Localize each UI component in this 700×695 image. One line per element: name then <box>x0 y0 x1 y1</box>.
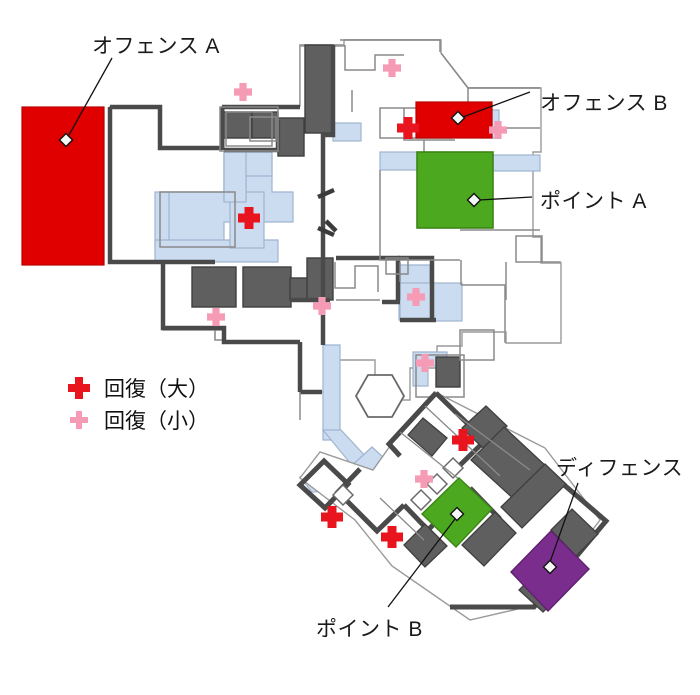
label-offense-a: オフェンス A <box>92 35 220 58</box>
marker-point-a[interactable] <box>466 192 482 208</box>
point-a-zone[interactable] <box>416 151 494 229</box>
diagonal-barriers <box>317 187 338 238</box>
small-cross-icon <box>70 411 88 429</box>
legend-item-small-heal: 回復（小） <box>66 404 246 436</box>
small-cross-icon <box>234 83 252 101</box>
leader-line-offense-b <box>462 91 531 118</box>
legend-item-large-heal: 回復（大） <box>66 372 246 404</box>
marker-defense[interactable] <box>542 559 558 575</box>
label-defense: ディフェンス <box>556 457 684 480</box>
leader-line-defense <box>549 482 579 563</box>
marker-point-b[interactable] <box>449 506 465 522</box>
leader-line-point-b <box>387 518 456 608</box>
legend-label-large-heal: 回復（大） <box>104 378 209 401</box>
annotation-leaders-layer <box>58 57 579 608</box>
legend: 回復（大） 回復（小） <box>66 372 246 436</box>
marker-offense-b[interactable] <box>450 110 466 126</box>
detail-rooms <box>159 39 543 420</box>
label-offense-b: オフェンス B <box>540 92 668 115</box>
offense-a-zone[interactable] <box>21 106 105 266</box>
legend-label-small-heal: 回復（小） <box>104 410 209 433</box>
leader-line-point-a <box>478 196 533 201</box>
label-point-b: ポイント B <box>316 618 423 641</box>
label-point-a: ポイント A <box>540 190 647 213</box>
large-cross-icon <box>68 377 90 399</box>
leader-line-offense-a <box>68 57 113 136</box>
hexagon-feature <box>354 374 406 418</box>
marker-offense-a[interactable] <box>58 132 74 148</box>
